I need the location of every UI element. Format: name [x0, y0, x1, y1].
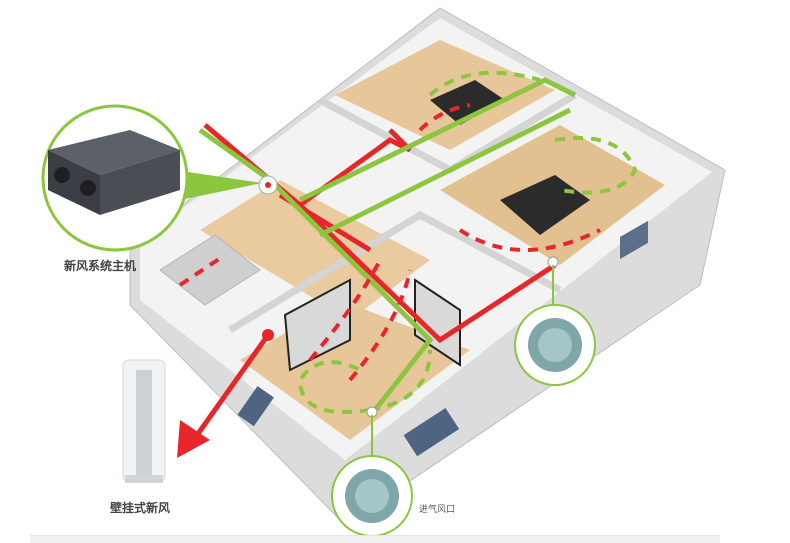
door: [283, 278, 351, 372]
window: [237, 386, 274, 427]
vent-marker: [265, 182, 271, 188]
window: [403, 407, 460, 457]
bed: [430, 80, 505, 125]
fresh-air-arrow: [297, 70, 638, 414]
exhaust-arrow-line: [192, 333, 271, 440]
air-inlet-label: 进气风口: [419, 505, 456, 515]
fresh-air-duct: [298, 77, 577, 203]
wall-unit-label: 壁挂式新风: [110, 501, 171, 515]
exhaust-arrow-head: [177, 420, 210, 458]
fresh-air-duct: [318, 107, 572, 238]
exhaust-arrow: [178, 103, 601, 382]
stairs: [159, 234, 261, 306]
exhaust-duct: [298, 203, 557, 344]
inner-wall: [228, 210, 562, 333]
host-unit-label: 新风系统主机: [64, 259, 137, 273]
air-purifier-icon: [122, 359, 166, 483]
vent-center: [355, 479, 389, 513]
window: [620, 220, 648, 260]
footer-bar: [30, 535, 720, 543]
fresh-air-duct: [198, 127, 434, 412]
vent-center: [538, 328, 572, 362]
ventilation-host-unit-icon: [48, 130, 180, 215]
callout-pointer: [175, 170, 262, 200]
